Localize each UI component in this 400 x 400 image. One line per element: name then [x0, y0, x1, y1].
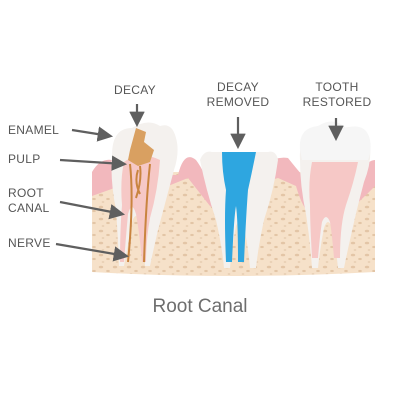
label-tooth-restored-line1: TOOTH — [315, 80, 359, 94]
arrow-icon — [59, 200, 126, 220]
arrow-icon — [55, 242, 130, 262]
label-root-canal-line2: CANAL — [8, 201, 50, 215]
label-decay-removed: DECAY REMOVED — [198, 80, 278, 110]
label-pulp: PULP — [8, 152, 41, 166]
gum — [92, 155, 375, 222]
label-decay-removed-line1: DECAY — [217, 80, 259, 94]
arrow-icon — [71, 126, 114, 142]
label-nerve: NERVE — [8, 236, 51, 250]
tooth-cleaned — [200, 151, 278, 268]
tooth-decayed — [111, 122, 178, 266]
label-root-canal: ROOT CANAL — [8, 186, 50, 216]
caption: Root Canal — [152, 296, 248, 317]
arrow-icon — [59, 155, 128, 171]
label-decay-removed-line2: REMOVED — [206, 95, 270, 109]
arrows — [55, 104, 344, 262]
label-tooth-restored-line2: RESTORED — [302, 95, 372, 109]
label-enamel: ENAMEL — [8, 123, 60, 137]
label-root-canal-line1: ROOT — [8, 186, 44, 200]
label-decay: DECAY — [114, 83, 156, 97]
label-tooth-restored: TOOTH RESTORED — [294, 80, 380, 110]
